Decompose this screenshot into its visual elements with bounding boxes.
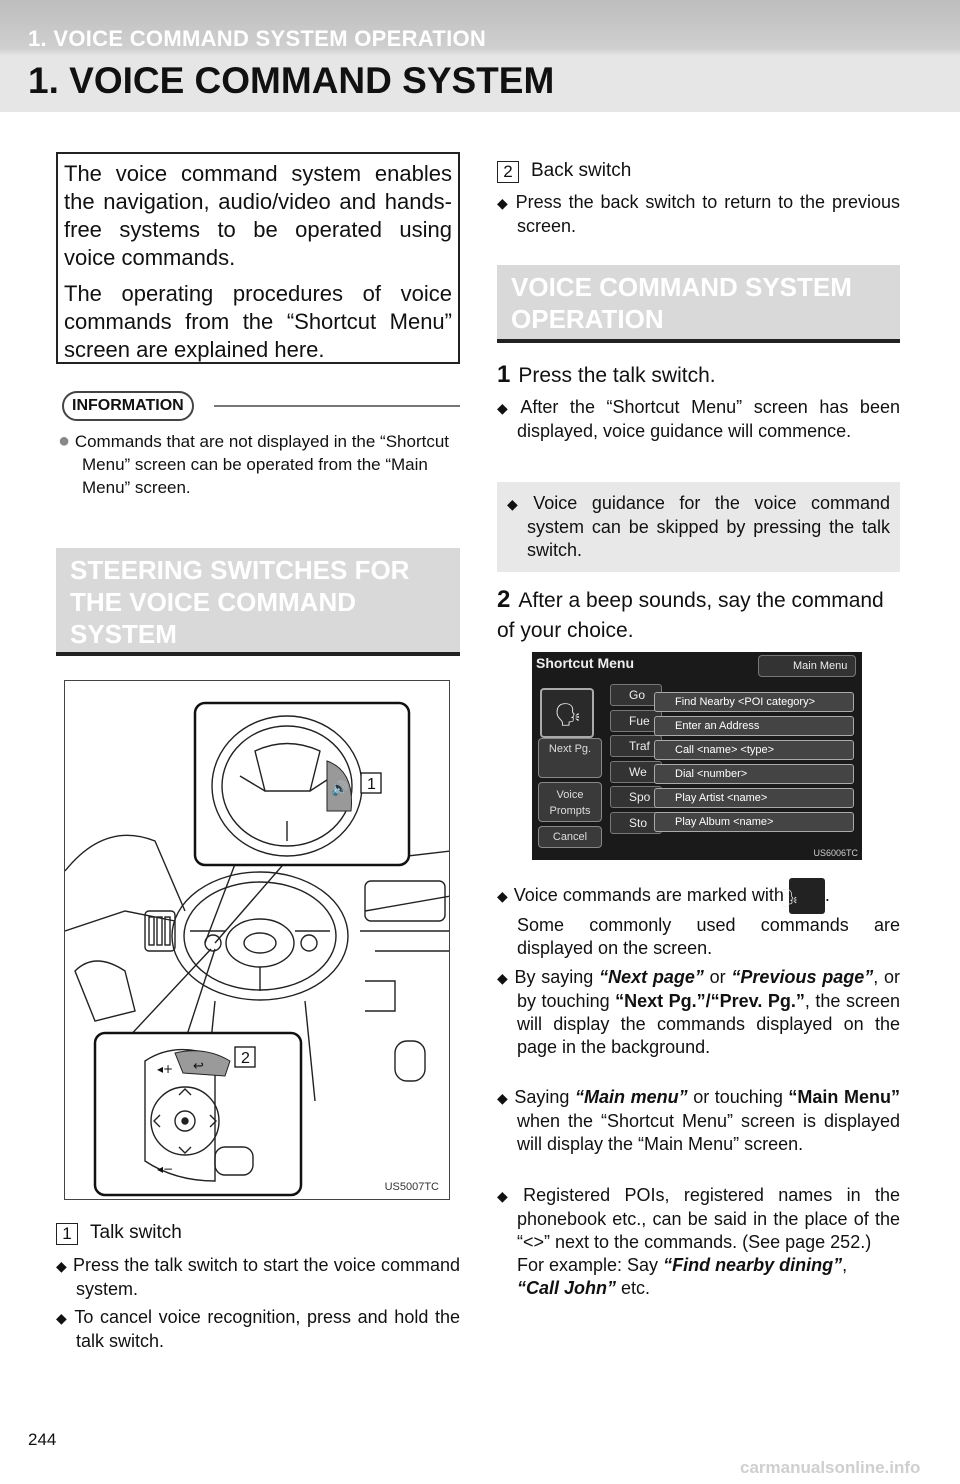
command-item[interactable]: Play Artist <name> [654, 788, 854, 808]
figure-code: US5007TC [384, 1181, 439, 1193]
step-1-bullet: ◆After the “Shortcut Menu” screen has be… [497, 397, 900, 441]
next-page-button[interactable]: Next Pg. [538, 738, 602, 778]
page-number: 244 [28, 1430, 57, 1449]
bullet-diamond-icon: ◆ [56, 1258, 67, 1274]
screen-code: US6006TC [813, 848, 858, 858]
steering-wheel-figure: 🔊 1 ↩ ◂+ ◂− 2 US5007TC [64, 680, 450, 1200]
page-title: 1. VOICE COMMAND SYSTEM [28, 60, 555, 101]
intro-paragraph-2: The operating procedures of voice comman… [64, 281, 452, 362]
main-menu-bullet: ◆Saying “Main menu” or touching “Main Me… [497, 1087, 900, 1154]
steering-wheel-illustration: 🔊 1 ↩ ◂+ ◂− 2 [65, 701, 449, 1197]
registered-pois-bullet: ◆Registered POIs, registered names in th… [497, 1185, 900, 1298]
bullet-diamond-icon: ◆ [497, 1188, 518, 1204]
bullet-diamond-icon: ◆ [497, 1090, 509, 1106]
back-switch-bullet: ◆Press the back switch to return to the … [497, 192, 900, 236]
cancel-button[interactable]: Cancel [538, 826, 602, 848]
command-list: Find Nearby <POI category> Enter an Addr… [654, 692, 854, 836]
background-item[interactable]: Traf [610, 735, 662, 757]
svg-text:🗣: 🗣 [554, 703, 582, 728]
talk-switch-bullet-2: ◆To cancel voice recognition, press and … [56, 1307, 460, 1351]
command-item[interactable]: Find Nearby <POI category> [654, 692, 854, 712]
steering-switches-heading: STEERING SWITCHES FOR THE VOICE COMMAND … [56, 548, 460, 656]
bullet-dot-icon: ● [58, 430, 71, 452]
next-page-bullet: ◆By saying “Next page” or “Previous page… [497, 967, 900, 1057]
bullet-diamond-icon: ◆ [507, 496, 528, 512]
screen-title: Shortcut Menu [536, 655, 634, 671]
intro-paragraph-1: The voice command system enables the nav… [64, 161, 452, 270]
header-band: 1. VOICE COMMAND SYSTEM OPERATION 1. VOI… [0, 0, 960, 112]
information-label: INFORMATION [62, 391, 194, 421]
item-back-switch: 2 Back switch [497, 160, 900, 183]
bullet-diamond-icon: ◆ [497, 195, 510, 211]
talk-switch-bullet-1: ◆Press the talk switch to start the voic… [56, 1255, 460, 1299]
item-label: Back switch [531, 160, 632, 181]
note-box: ◆Voice guidance for the voice command sy… [497, 482, 900, 572]
voice-talk-icon: 🗣 [540, 688, 594, 738]
operation-heading: VOICE COMMAND SYSTEM OPERATION [497, 265, 900, 343]
shortcut-menu-screenshot: Shortcut Menu Main Menu 🗣 Next Pg. Voice… [532, 652, 862, 860]
bullet-diamond-icon: ◆ [497, 970, 509, 986]
bullet-diamond-icon: ◆ [497, 400, 515, 416]
svg-text:◂+: ◂+ [157, 1062, 173, 1076]
figure-callout-1: 1 [367, 776, 376, 793]
item-talk-switch: 1 Talk switch [56, 1222, 460, 1245]
background-item[interactable]: Fue [610, 709, 662, 732]
information-divider [214, 405, 460, 407]
svg-text:🔊: 🔊 [331, 779, 348, 797]
svg-text:🗣: 🗣 [776, 888, 799, 909]
command-item[interactable]: Call <name> <type> [654, 740, 854, 760]
svg-text:◂−: ◂− [157, 1162, 173, 1176]
command-item[interactable]: Enter an Address [654, 716, 854, 736]
figure-callout-2: 2 [241, 1050, 250, 1067]
command-item[interactable]: Dial <number> [654, 764, 854, 784]
background-command-list: Go Fue Traf We Spo Sto [610, 684, 662, 837]
intro-box: The voice command system enables the nav… [56, 152, 460, 364]
item-number-box: 2 [497, 160, 519, 183]
voice-marker-bullet: ◆Voice commands are marked with 🗣. Some … [497, 878, 900, 960]
svg-text:↩: ↩ [193, 1059, 204, 1074]
voice-prompts-button[interactable]: Voice Prompts [538, 782, 602, 822]
voice-command-marker-icon: 🗣 [776, 878, 825, 914]
section-label: 1. VOICE COMMAND SYSTEM OPERATION [28, 26, 487, 51]
information-text: ● Commands that are not displayed in the… [58, 430, 450, 497]
bullet-diamond-icon: ◆ [497, 887, 508, 904]
item-label: Talk switch [90, 1222, 182, 1243]
bullet-diamond-icon: ◆ [56, 1310, 69, 1326]
background-item[interactable]: We [610, 760, 662, 783]
command-item[interactable]: Play Album <name> [654, 812, 854, 832]
item-number-box: 1 [56, 1222, 78, 1245]
site-watermark: carmanualsonline.info [740, 1458, 921, 1477]
main-menu-button[interactable]: Main Menu [758, 655, 856, 677]
